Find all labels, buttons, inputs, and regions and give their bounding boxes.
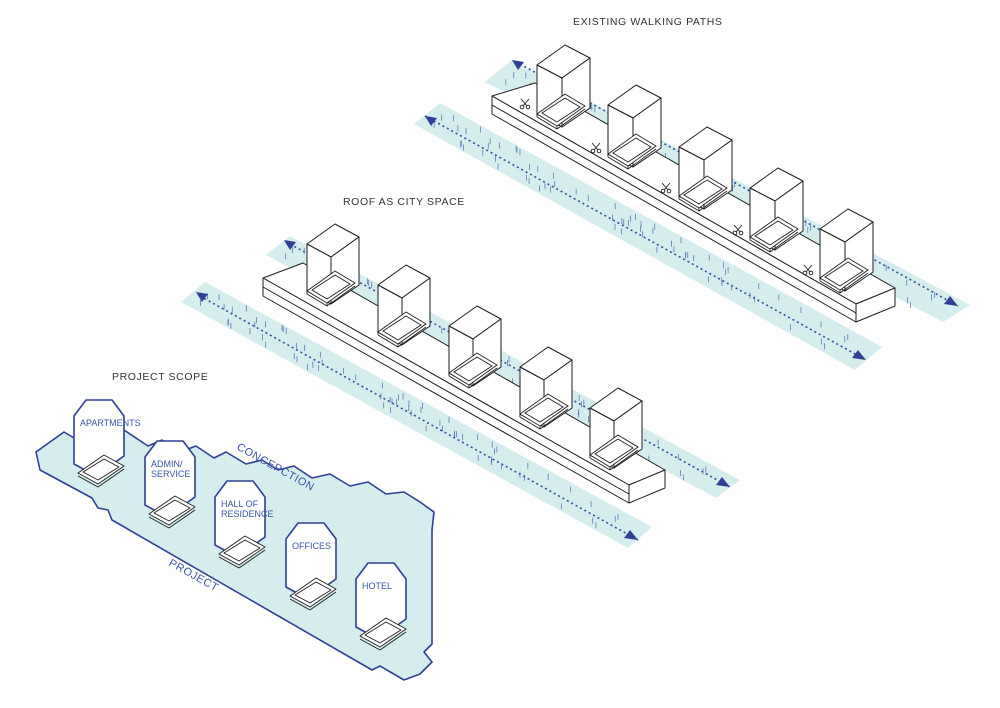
- arrow-icon: [624, 530, 638, 540]
- project-patio: [218, 535, 266, 569]
- building-label: APARTMENTS: [80, 418, 141, 428]
- project-scope-title: PROJECT SCOPE: [112, 371, 208, 383]
- podium-end: [628, 469, 666, 504]
- podium-step: [262, 286, 630, 495]
- project-building: [355, 562, 407, 651]
- project-building: [214, 480, 266, 569]
- arrow-icon: [944, 296, 958, 306]
- roof-patio: [519, 393, 569, 430]
- roof-patio: [819, 257, 869, 294]
- roof-patios: [306, 93, 869, 471]
- path-line: [289, 243, 731, 488]
- project-building: [73, 399, 125, 488]
- roof-patio: [589, 434, 639, 471]
- project-patio: [359, 617, 407, 651]
- roof-patio: [536, 93, 586, 130]
- roof-patio: [749, 216, 799, 253]
- roof-patio: [607, 133, 657, 170]
- dotted-path-lines: [199, 63, 959, 541]
- existing-walking-paths-title: EXISTING WALKING PATHS: [573, 16, 723, 28]
- walking-path-strip: [414, 103, 882, 370]
- roof-patio: [678, 175, 728, 212]
- roof-patio: [306, 270, 356, 307]
- building-label: ADMIN/: [151, 459, 183, 469]
- roof-patio: [448, 352, 498, 389]
- roof-as-city-space-title: ROOF AS CITY SPACE: [343, 196, 465, 208]
- building-label: SERVICE: [151, 469, 190, 479]
- path-line: [424, 115, 867, 361]
- building-label: OFFICES: [292, 541, 331, 551]
- arrow-icon: [852, 350, 866, 360]
- path-line: [519, 63, 959, 307]
- building-label: RESIDENCE: [221, 509, 274, 519]
- arrow-icon: [716, 477, 730, 487]
- arrow-icon: [284, 240, 296, 250]
- arrow-icon: [512, 60, 524, 70]
- path-line: [199, 295, 639, 541]
- project-patio: [289, 577, 337, 611]
- scissors-icon: [732, 224, 744, 236]
- walking-path-strip: [181, 282, 652, 548]
- arrow-icon: [196, 292, 208, 302]
- scissors-icon: [590, 142, 602, 154]
- project-patio: [77, 454, 125, 488]
- project-building: [285, 522, 337, 611]
- podium-end: [855, 287, 896, 323]
- project-patio: [148, 495, 196, 529]
- project-buildings: [73, 399, 407, 651]
- scissors-icon: [802, 264, 814, 276]
- project-building: [144, 440, 196, 529]
- cut-markers: [519, 98, 814, 276]
- arrow-icon: [425, 116, 437, 126]
- scissors-icon: [660, 182, 672, 194]
- podium-step: [491, 104, 857, 314]
- roof-patio: [377, 311, 427, 348]
- building-label: HALL OF: [221, 499, 259, 509]
- building-label: HOTEL: [362, 581, 392, 591]
- path-arrows: [196, 60, 958, 540]
- scissors-icon: [519, 98, 531, 110]
- project-scope-plan: [35, 399, 435, 681]
